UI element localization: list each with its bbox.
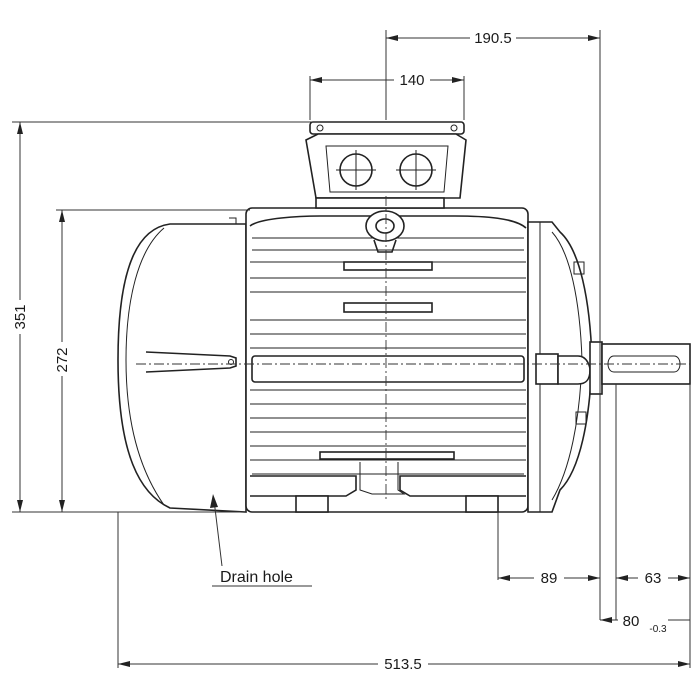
dim-513-5: 513.5 — [384, 656, 422, 673]
drain-hole-label: Drain hole — [220, 569, 293, 586]
dim-272: 272 — [54, 347, 71, 372]
dim-89: 89 — [541, 570, 558, 587]
dim-351: 351 — [12, 304, 29, 329]
lifting-eye — [365, 210, 405, 253]
dim-80: 80 — [623, 613, 640, 630]
motor-outline — [117, 121, 691, 513]
terminal-box — [305, 121, 467, 209]
stator-frame — [245, 207, 529, 513]
dimension-labels: 190.5 140 351 272 89 63 80 -0.3 513.5 Dr… — [10, 28, 668, 674]
dim-190-5: 190.5 — [474, 30, 512, 47]
centre-lines — [136, 196, 690, 500]
dim-140: 140 — [399, 72, 424, 89]
dim-80-tolerance: -0.3 — [649, 624, 667, 635]
rear-shaft-key — [145, 351, 237, 373]
dim-63: 63 — [645, 570, 662, 587]
fan-cowl — [117, 223, 247, 513]
